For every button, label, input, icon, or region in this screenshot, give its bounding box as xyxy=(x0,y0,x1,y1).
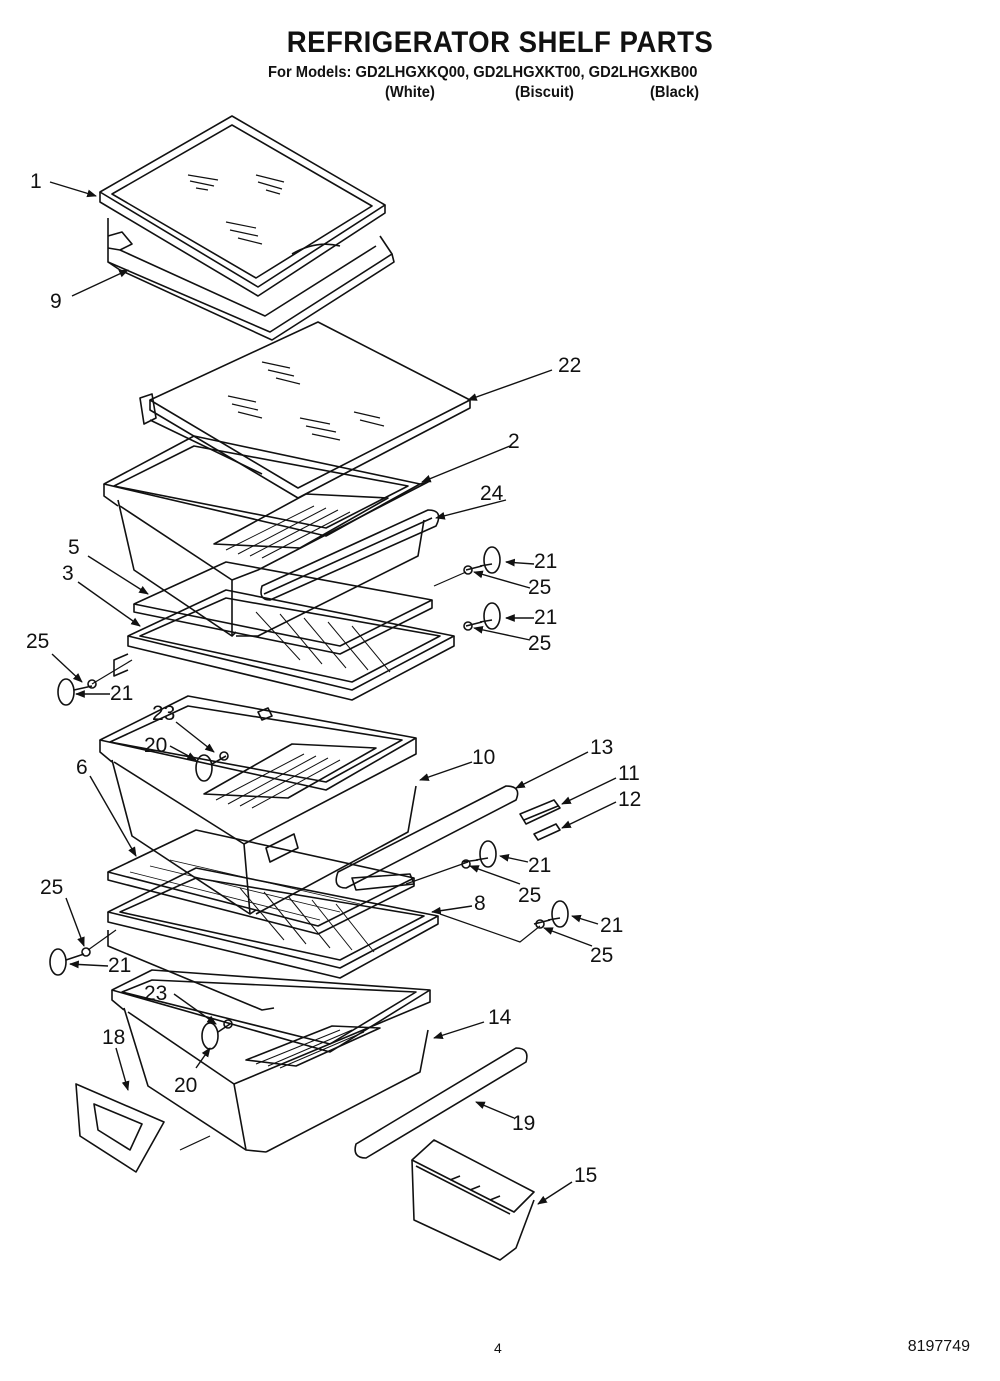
rollers-and-screws xyxy=(49,546,569,1050)
lower-glass-cover xyxy=(107,829,415,935)
callout-21-a: 21 xyxy=(534,550,557,573)
top-glass-shelf xyxy=(99,115,386,297)
callout-12: 12 xyxy=(618,788,641,811)
page-title: REFRIGERATOR SHELF PARTS xyxy=(286,26,714,59)
lower-cover-frame xyxy=(107,867,439,1011)
crisper-glass-cover xyxy=(133,561,433,655)
rail-tube xyxy=(335,785,519,889)
callout-20-b: 20 xyxy=(174,1074,197,1097)
callout-13: 13 xyxy=(590,736,613,759)
label-holder xyxy=(75,1083,165,1173)
callout-25-d: 25 xyxy=(518,884,541,907)
callout-labels: 1 9 22 2 24 5 3 21 25 21 25 25 21 23 20 … xyxy=(26,170,641,1187)
callout-22: 22 xyxy=(558,354,581,377)
callout-24: 24 xyxy=(480,482,504,505)
callout-21-f: 21 xyxy=(108,954,131,977)
callout-21-e: 21 xyxy=(600,914,623,937)
upper-drawer-trim xyxy=(260,509,440,601)
callout-21-c: 21 xyxy=(110,682,133,705)
upper-crisper-drawer xyxy=(103,435,429,637)
callout-14: 14 xyxy=(488,1006,512,1029)
variant-white: (White) xyxy=(385,84,435,101)
shelf-frame xyxy=(107,218,395,341)
bottom-drawer xyxy=(111,969,431,1153)
variant-black: (Black) xyxy=(650,84,700,101)
callout-leaders xyxy=(49,181,617,1205)
lower-crisper-drawer xyxy=(99,695,417,915)
crisper-cover-frame xyxy=(113,589,455,701)
callout-5: 5 xyxy=(68,536,80,559)
callout-10: 10 xyxy=(472,746,495,769)
callout-25-b: 25 xyxy=(528,632,551,655)
callout-15: 15 xyxy=(574,1164,597,1187)
callout-6: 6 xyxy=(76,756,88,779)
callout-25-c: 25 xyxy=(26,630,49,653)
callout-1: 1 xyxy=(30,170,42,193)
callout-25-e: 25 xyxy=(590,944,613,967)
callout-23-b: 23 xyxy=(144,982,167,1005)
callout-2: 2 xyxy=(508,430,520,453)
variant-biscuit: (Biscuit) xyxy=(515,84,574,101)
document-number: 8197749 xyxy=(907,1338,970,1355)
clip-bracket xyxy=(519,799,561,825)
callout-25-a: 25 xyxy=(528,576,551,599)
models-line: For Models: GD2LHGXKQ00, GD2LHGXKT00, GD… xyxy=(268,64,698,81)
callout-9: 9 xyxy=(50,290,62,313)
assembly-lines xyxy=(87,571,541,1151)
callout-21-b: 21 xyxy=(534,606,557,629)
callout-8: 8 xyxy=(474,892,486,915)
storage-bin xyxy=(411,1139,535,1261)
middle-glass-shelf xyxy=(139,321,471,499)
callout-25-f: 25 xyxy=(40,876,63,899)
bottom-drawer-trim xyxy=(354,1047,528,1159)
callout-21-d: 21 xyxy=(528,854,551,877)
callout-23-a: 23 xyxy=(152,702,175,725)
clip-small xyxy=(533,823,561,841)
callout-20-a: 20 xyxy=(144,734,167,757)
callout-3: 3 xyxy=(62,562,74,585)
callout-11: 11 xyxy=(618,762,640,785)
callout-18: 18 xyxy=(102,1026,125,1049)
callout-19: 19 xyxy=(512,1112,535,1135)
page-number: 4 xyxy=(494,1340,502,1356)
